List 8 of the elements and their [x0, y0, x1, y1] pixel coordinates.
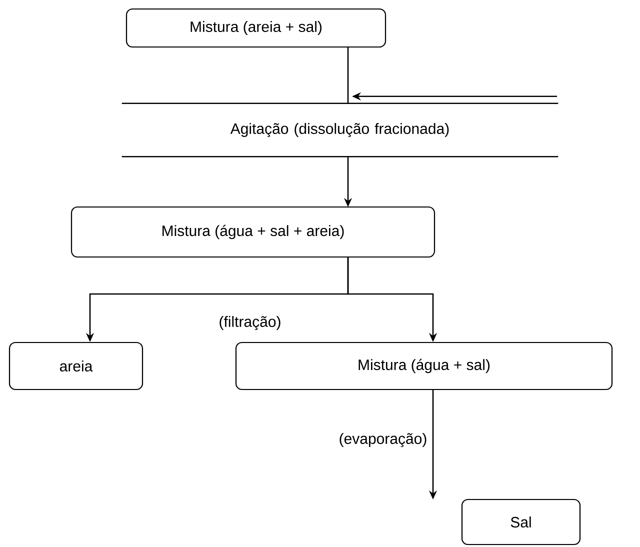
process-box: areia: [8, 342, 144, 390]
process-box: Mistura (água + sal): [235, 342, 613, 390]
process-box: Mistura (água + sal + areia): [70, 206, 436, 258]
process-box: Mistura (areia + sal): [126, 8, 386, 48]
edge-label: (evaporação): [340, 432, 426, 448]
process-box: Sal: [461, 498, 581, 546]
step-label: (filtração): [220, 316, 280, 330]
process-band: Agitação (dissolução fracionada): [122, 102, 558, 158]
